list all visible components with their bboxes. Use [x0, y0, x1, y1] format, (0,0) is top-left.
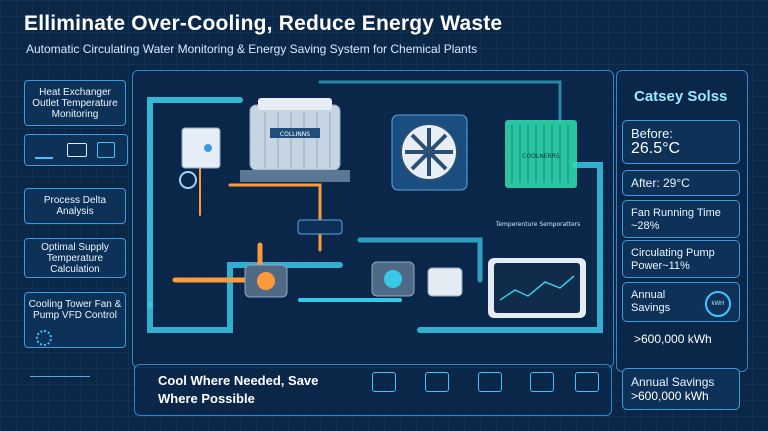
pipe-warm-2: [228, 183, 322, 252]
pump-icon-right: [427, 267, 463, 297]
page-subtitle: Automatic Circulating Water Monitoring &…: [26, 42, 478, 56]
fan-runtime-card: Fan Running Time ~28%: [622, 200, 740, 238]
before-value: 26.5°C: [631, 140, 681, 157]
radiator-label: COOLNERRS: [522, 153, 560, 160]
flow-step-delta-analysis: Process Delta Analysis: [24, 188, 126, 224]
annual-savings-label: Annual Savings: [631, 289, 671, 314]
pump-icon-left: [244, 264, 288, 298]
temperature-sensor-label: Temperenture Semporatters: [495, 221, 581, 228]
summary-value: >600,000 kWh: [631, 389, 709, 403]
monitoring-tablet-icon: [488, 258, 586, 318]
gauge-icon: [179, 171, 197, 189]
device-icon: [97, 142, 115, 158]
summary-label: Annual Savings: [631, 375, 715, 389]
sensor-icons-row: [24, 134, 128, 166]
results-title: Catsey Solss: [634, 88, 728, 105]
pipe-right-loop: [417, 162, 603, 333]
annual-savings-card: Annual Savings kWH: [622, 282, 740, 322]
meter-icon: [67, 143, 87, 157]
display-panel-icon: [297, 219, 343, 235]
bar-chart-icon: [35, 143, 53, 159]
tower-label: COLLINNS: [280, 131, 310, 138]
flow-step-temperature-calculation: Optimal Supply Temperature Calculation: [24, 238, 126, 278]
kwh-badge-icon: kWH: [705, 291, 731, 317]
after-card: After: 29°C: [622, 170, 740, 196]
summary-card: Annual Savings >600,000 kWh: [622, 368, 740, 410]
left-footer-text: [30, 376, 90, 381]
after-label: After: 29°C: [631, 176, 690, 190]
annual-savings-value: >600,000 kWh: [634, 332, 712, 346]
bottom-icon-2: [425, 372, 449, 392]
pipe-main-cool: [147, 97, 243, 308]
pump-power-card: Circulating Pump Power~11%: [622, 240, 740, 278]
pump-power-label: Circulating Pump Power~11%: [631, 247, 715, 272]
flow-step-monitoring: Heat Exchanger Outlet Temperature Monito…: [24, 80, 126, 126]
cooling-tower-icon: [240, 98, 350, 182]
fan-icon: [391, 114, 468, 191]
before-card: Before: 26.5°C: [622, 120, 740, 164]
page-title: Elliminate Over-Cooling, Reduce Energy W…: [24, 12, 503, 35]
bottom-icon-4: [530, 372, 554, 392]
before-label: Before:: [631, 126, 673, 141]
gear-icon: [36, 330, 52, 346]
slogan-text: Cool Where Needed, Save Where Possible: [158, 373, 319, 406]
heat-exchanger-icon: [505, 120, 577, 188]
pump-icon-center: [371, 261, 415, 297]
fan-runtime-label: Fan Running Time ~28%: [631, 207, 721, 232]
bottom-icon-3: [478, 372, 502, 392]
control-cabinet-icon: [181, 127, 221, 169]
pipe-mid-run: [357, 237, 483, 283]
bottom-icon-1: [372, 372, 396, 392]
pipe-top-line: [318, 80, 562, 124]
bottom-icon-5: [575, 372, 599, 392]
